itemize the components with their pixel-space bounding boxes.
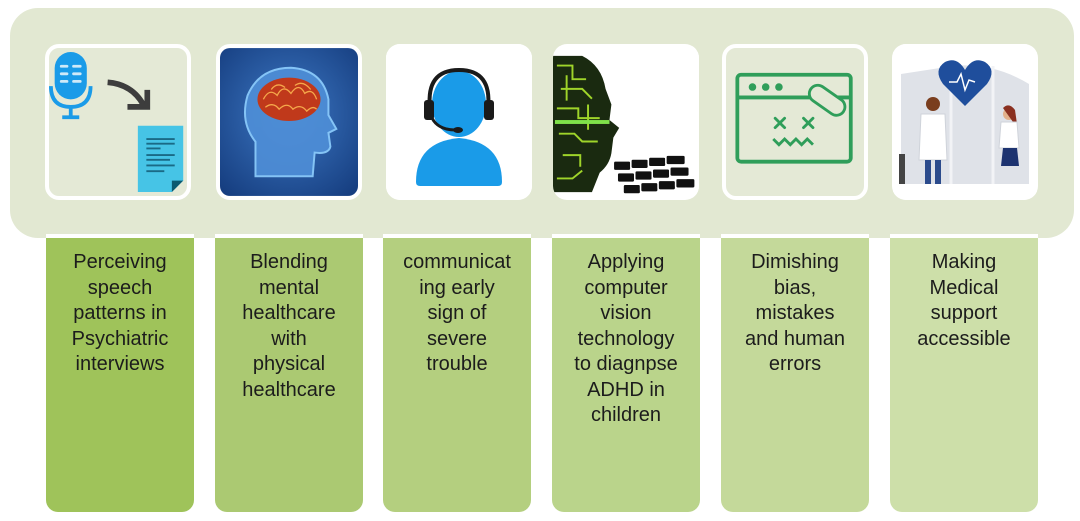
- circuit-face-card: [553, 44, 699, 200]
- speech-to-text-icon: [49, 52, 184, 192]
- headset-agent-card: [386, 44, 532, 200]
- column-text: communicat ing early sign of severe trou…: [403, 251, 511, 375]
- broken-window-bandage-icon: [735, 72, 853, 164]
- column-text: Dimishing bias, mistakes and human error…: [744, 251, 846, 375]
- column-text: Blending mental healthcare with physical…: [242, 251, 336, 401]
- column-accessible-support: Making Medical support accessible: [890, 238, 1038, 512]
- brain-head-card: [216, 44, 362, 200]
- column-diminishing-bias: Dimishing bias, mistakes and human error…: [721, 238, 869, 512]
- column-speech-patterns: Perceiving speech patterns in Psychiatri…: [46, 238, 194, 512]
- doctors-heart-card: [892, 44, 1038, 200]
- column-text: Making Medical support accessible: [917, 251, 1011, 350]
- column-text: Perceiving speech patterns in Psychiatri…: [71, 251, 169, 375]
- column-computer-vision-adhd: Applying computer vision technology to d…: [552, 238, 700, 512]
- speech-to-text-card: [45, 44, 191, 200]
- broken-window-card: [722, 44, 868, 200]
- headset-agent-icon: [386, 44, 532, 200]
- column-text: Applying computer vision technology to d…: [574, 251, 678, 426]
- brain-head-icon: [220, 48, 358, 196]
- circuit-face-keyboard-icon: [553, 46, 699, 198]
- doctors-heart-icon: [893, 44, 1037, 200]
- column-early-signs: communicat ing early sign of severe trou…: [383, 238, 531, 512]
- column-blending-healthcare: Blending mental healthcare with physical…: [215, 238, 363, 512]
